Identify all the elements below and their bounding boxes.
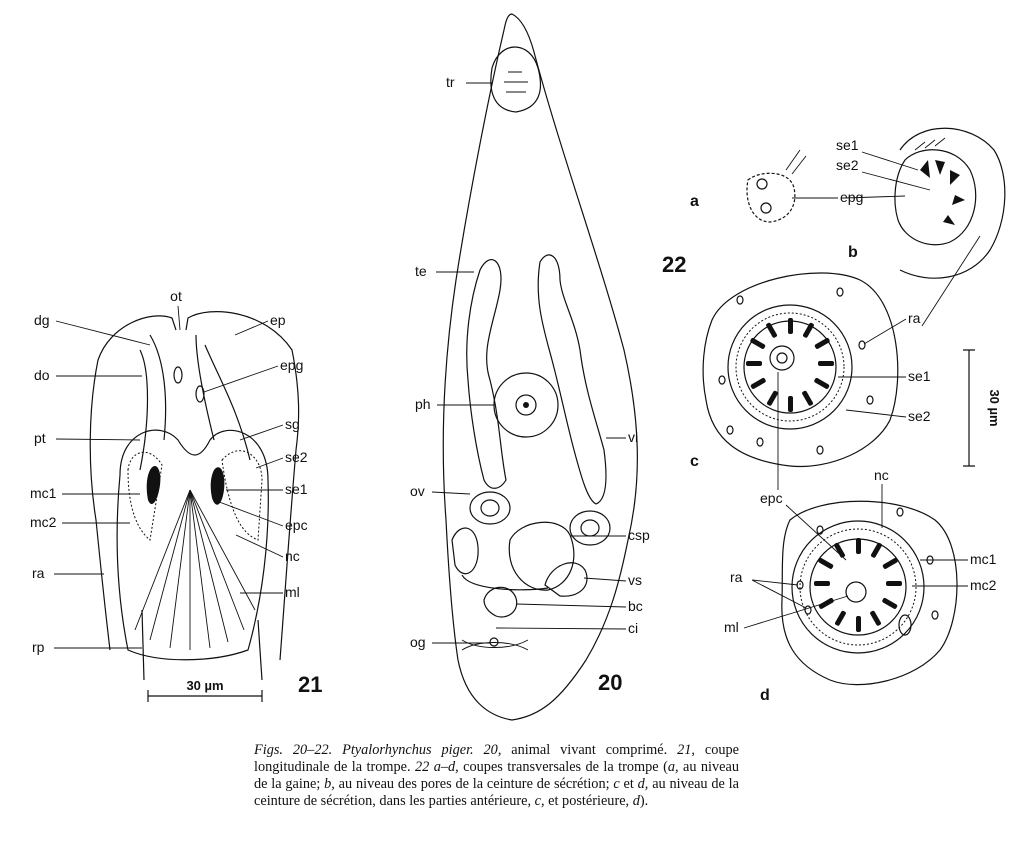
label-d-ra: ra xyxy=(730,569,743,585)
label-c-epc: epc xyxy=(760,490,783,506)
caption-species: Ptyalorhynchus piger. xyxy=(342,742,474,758)
label-rp: rp xyxy=(32,639,45,655)
label-tr: tr xyxy=(446,74,455,90)
label-vs: vs xyxy=(628,572,642,588)
label-se1: se1 xyxy=(285,481,308,497)
caption-ld2: d xyxy=(632,793,640,809)
label-se2: se2 xyxy=(285,449,308,465)
label-d-mc1: mc1 xyxy=(970,551,997,567)
label-c-se1: se1 xyxy=(908,368,931,384)
caption-t22d: au niveau de la ceinture de sécrétion, d… xyxy=(254,776,739,809)
fig22-panel-c: c xyxy=(690,453,699,470)
label-epc: epc xyxy=(285,517,308,533)
fig21-scale-bar: 30 µm xyxy=(147,678,263,702)
label-ot: ot xyxy=(170,288,182,304)
label-vi: vi xyxy=(628,429,638,445)
fig22-scale-label: 30 µm xyxy=(987,389,1002,426)
label-b-se1: se1 xyxy=(836,137,859,153)
figure-caption: Figs. 20–22. Ptyalorhynchus piger. 20, a… xyxy=(254,742,739,810)
label-nc: nc xyxy=(285,548,300,564)
caption-end: ). xyxy=(639,793,649,809)
caption-la: a, xyxy=(667,759,679,775)
caption-ld: d, xyxy=(637,776,649,792)
fig22-panel-a: a xyxy=(690,193,699,210)
label-ra: ra xyxy=(32,565,45,581)
figure-plate: ot dg ep do epg pt sg se2 se1 mc1 mc2 ep… xyxy=(30,13,1006,721)
caption-et2: et postérieure, xyxy=(548,793,630,809)
label-sg: sg xyxy=(285,416,300,432)
fig21-scale-label: 30 µm xyxy=(186,678,223,693)
label-do: do xyxy=(34,367,50,383)
label-pt: pt xyxy=(34,430,46,446)
caption-figs: Figs. 20–22. xyxy=(254,742,333,758)
fig21-labels: ot dg ep do epg pt sg se2 se1 mc1 mc2 ep… xyxy=(30,288,308,655)
label-epg: epg xyxy=(280,357,303,373)
caption-lc2: c, xyxy=(534,793,545,809)
label-c-ra: ra xyxy=(908,310,921,326)
label-csp: csp xyxy=(628,527,650,543)
fig20-drawing xyxy=(442,13,638,721)
fig22d-drawing xyxy=(781,500,958,686)
label-d-nc: nc xyxy=(874,467,889,483)
fig22c-drawing xyxy=(702,272,899,468)
label-og: og xyxy=(410,634,426,650)
label-ov: ov xyxy=(410,483,425,499)
fig22a-drawing xyxy=(746,149,807,223)
fig20-labels: tr te ph vi ov csp vs bc ci og xyxy=(410,74,650,650)
label-b-se2: se2 xyxy=(836,157,859,173)
label-bc: bc xyxy=(628,598,643,614)
label-mc2: mc2 xyxy=(30,514,57,530)
label-dg: dg xyxy=(34,312,50,328)
caption-lc: c xyxy=(613,776,620,792)
label-ci: ci xyxy=(628,620,638,636)
label-ml: ml xyxy=(285,584,300,600)
label-te: te xyxy=(415,263,427,279)
caption-t22a: coupes transversales de la trompe ( xyxy=(463,759,668,775)
label-ep: ep xyxy=(270,312,286,328)
label-d-ml: ml xyxy=(724,619,739,635)
fig22-panel-d: d xyxy=(760,687,770,704)
caption-lb: b, xyxy=(324,776,335,792)
caption-n20: 20, xyxy=(483,742,502,758)
caption-t22b: au niveau de la gaine; xyxy=(254,759,740,792)
caption-et: et xyxy=(623,776,634,792)
fig22-number: 22 xyxy=(662,252,686,277)
label-c-se2: se2 xyxy=(908,408,931,424)
label-a-epg: epg xyxy=(840,189,863,205)
fig22b-drawing xyxy=(894,127,1006,279)
caption-t22c: au niveau des pores de la ceinture de sé… xyxy=(338,776,610,792)
caption-n22: 22 a–d, xyxy=(415,759,459,775)
fig20-number: 20 xyxy=(598,670,622,695)
caption-t21: coupe longitudinale de la trompe. xyxy=(254,742,740,775)
label-mc1: mc1 xyxy=(30,485,57,501)
fig21-drawing xyxy=(89,311,300,681)
fig21-number: 21 xyxy=(298,672,322,697)
label-d-mc2: mc2 xyxy=(970,577,997,593)
caption-n21: 21, xyxy=(677,742,695,758)
caption-t20: animal vivant comprimé. xyxy=(511,742,668,758)
label-ph: ph xyxy=(415,396,431,412)
fig22-panel-b: b xyxy=(848,244,858,261)
fig22-scale-bar: 30 µm xyxy=(963,349,1002,467)
